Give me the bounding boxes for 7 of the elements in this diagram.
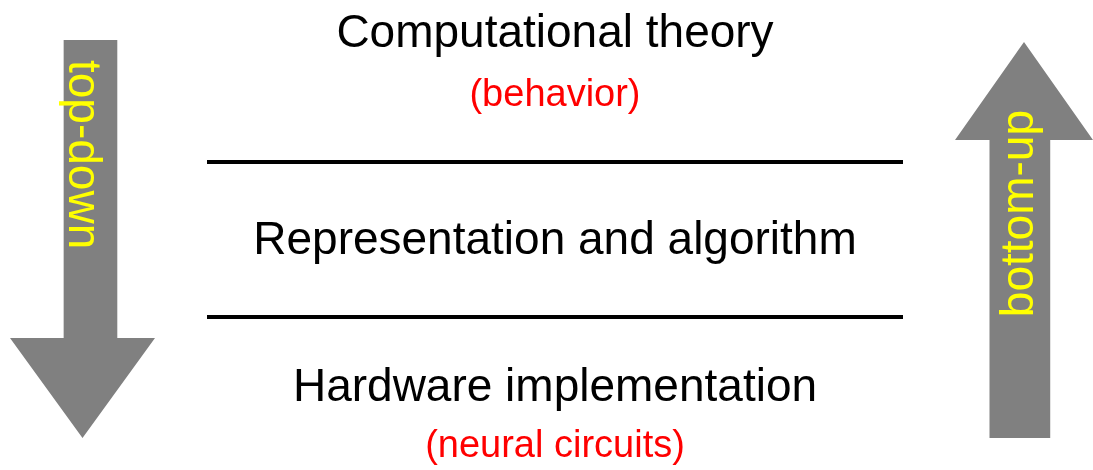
level-note: (neural circuits)	[425, 423, 685, 465]
down-arrow	[10, 40, 155, 438]
up-arrow	[955, 42, 1093, 438]
level-title: Representation and algorithm	[253, 212, 857, 264]
level-note: (behavior)	[469, 72, 641, 114]
level-title: Hardware implementation	[292, 359, 818, 411]
level-title: Computational theory	[336, 5, 774, 57]
